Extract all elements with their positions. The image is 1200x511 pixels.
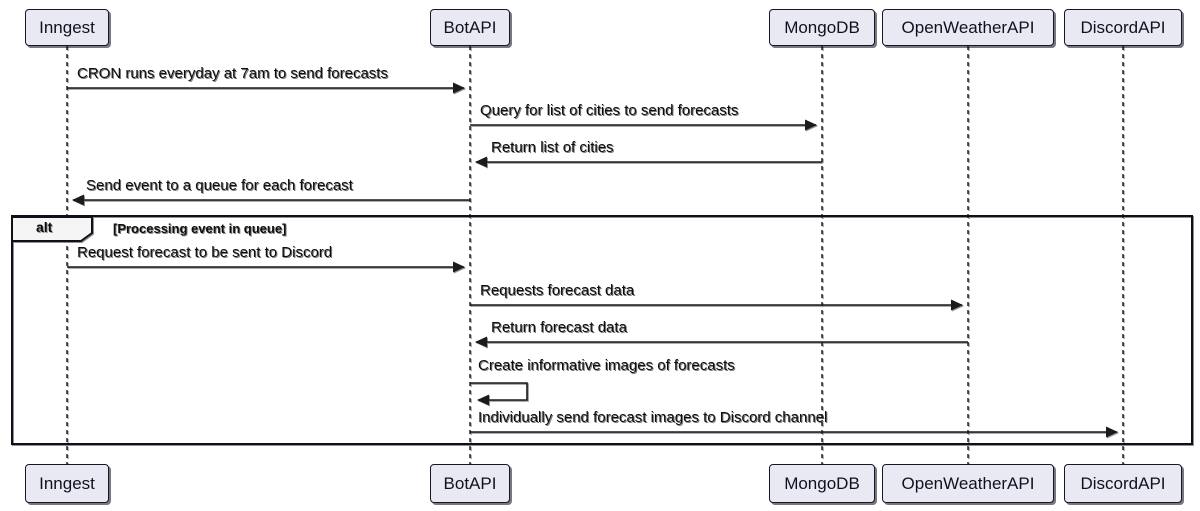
participant-bottom-discordapi: DiscordAPI bbox=[1064, 464, 1182, 503]
alt-frame bbox=[11, 215, 1193, 445]
participant-top-botapi: BotAPI bbox=[430, 9, 510, 46]
alt-frame-label-shape bbox=[11, 216, 93, 242]
participant-top-mongodb: MongoDB bbox=[769, 9, 875, 46]
participant-label: DiscordAPI bbox=[1080, 473, 1166, 493]
message-arrows bbox=[67, 82, 1118, 438]
message-query-cities: Query for list of cities to send forecas… bbox=[480, 102, 739, 119]
participant-label: Inngest bbox=[39, 473, 95, 493]
message-cron: CRON runs everyday at 7am to send foreca… bbox=[77, 65, 388, 82]
participant-label: MongoDB bbox=[784, 17, 860, 37]
participant-label: OpenWeatherAPI bbox=[901, 17, 1035, 37]
alt-frame-guard: [Processing event in queue] bbox=[113, 221, 287, 236]
message-create-images: Create informative images of forecasts bbox=[478, 357, 735, 374]
message-requests-data: Requests forecast data bbox=[480, 282, 635, 299]
participant-label: MongoDB bbox=[784, 473, 860, 493]
participant-bottom-mongodb: MongoDB bbox=[769, 464, 875, 503]
lifelines bbox=[66, 46, 1124, 464]
arrow-self-loop bbox=[470, 382, 528, 406]
message-return-data: Return forecast data bbox=[491, 319, 627, 336]
participant-label: BotAPI bbox=[443, 473, 497, 493]
alt-frame-label: alt bbox=[36, 219, 53, 235]
participant-top-discordapi: DiscordAPI bbox=[1064, 9, 1182, 46]
message-request-forecast: Request forecast to be sent to Discord bbox=[77, 244, 333, 261]
participant-top-openweatherapi: OpenWeatherAPI bbox=[882, 9, 1054, 46]
participant-label: BotAPI bbox=[443, 17, 497, 37]
participant-bottom-openweatherapi: OpenWeatherAPI bbox=[882, 464, 1054, 503]
participant-label: DiscordAPI bbox=[1080, 17, 1166, 37]
participant-bottom-inngest: Inngest bbox=[25, 464, 109, 503]
message-send-event: Send event to a queue for each forecast bbox=[86, 177, 353, 194]
message-return-cities: Return list of cities bbox=[491, 139, 614, 156]
participant-label: Inngest bbox=[39, 17, 95, 37]
message-send-images: Individually send forecast images to Dis… bbox=[478, 409, 828, 426]
participant-bottom-botapi: BotAPI bbox=[430, 464, 510, 503]
participant-label: OpenWeatherAPI bbox=[901, 473, 1035, 493]
participant-top-inngest: Inngest bbox=[25, 9, 109, 46]
